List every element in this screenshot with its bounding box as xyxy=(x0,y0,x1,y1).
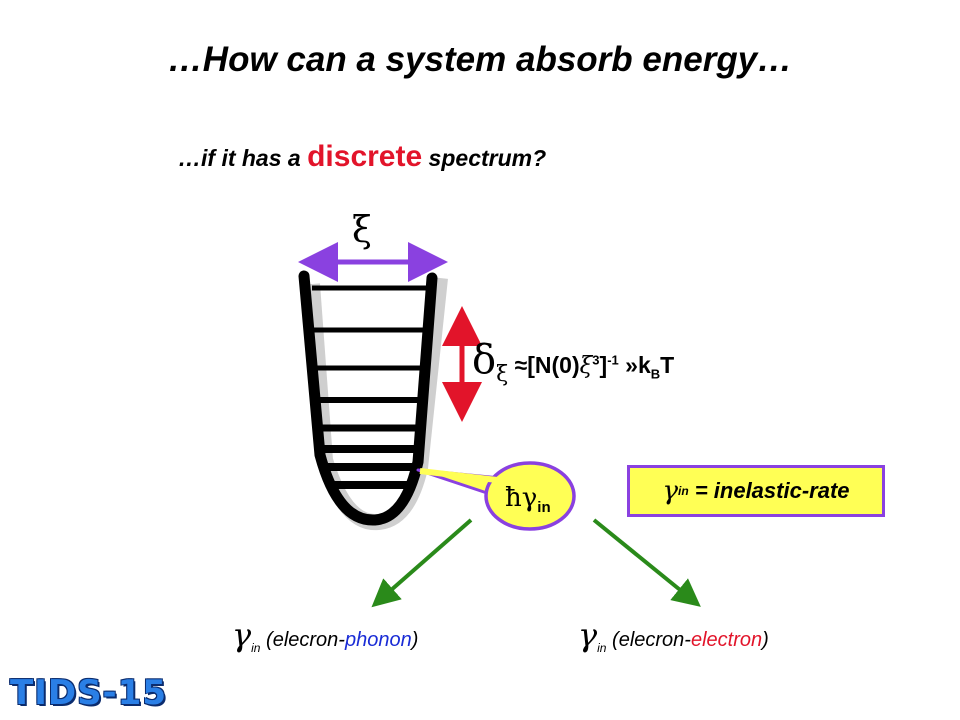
bubble-label: ħγin xyxy=(505,483,551,516)
speech-bubble xyxy=(484,461,576,531)
rate-kind: phonon xyxy=(344,629,412,651)
bubble-sub: in xyxy=(537,499,551,517)
bubble-gamma: γ xyxy=(521,483,538,513)
formula-cube: 3 xyxy=(592,352,600,368)
formula-xi: ξ xyxy=(579,353,593,379)
subtitle-prefix: …if it has a xyxy=(178,145,308,171)
energy-levels xyxy=(312,285,428,489)
subtitle-highlight: discrete xyxy=(307,140,423,173)
tids-logo: TIDS-15 xyxy=(10,673,167,713)
width-label: ξ xyxy=(352,210,372,251)
rate-sub: in xyxy=(597,641,607,655)
potential-well xyxy=(298,270,438,526)
delta-subscript: ξ xyxy=(496,362,509,387)
formula-close: ] xyxy=(599,352,608,378)
formula-relation: »k xyxy=(625,352,651,378)
formula-temp: T xyxy=(660,352,675,378)
phonon-arrow xyxy=(371,518,473,608)
formula-exponent: -1 xyxy=(607,352,619,368)
bubble-tail-fill xyxy=(419,468,498,483)
formula-prefix: ≈[N(0) xyxy=(514,352,580,378)
electron-arrow xyxy=(592,518,701,607)
electron-rate-label: γin (elecron-electron) xyxy=(578,616,769,655)
rate-gamma: γ xyxy=(232,616,252,654)
level-spacing-formula: δξ ≈[N(0)ξ3]-1 »kBT xyxy=(472,337,674,387)
subtitle: …if it has a discrete spectrum? xyxy=(178,140,546,174)
rate-gamma: γ xyxy=(578,616,598,654)
def-gamma: γ xyxy=(662,476,679,506)
def-sub: in xyxy=(678,484,689,498)
rate-kind: electron xyxy=(690,629,763,651)
phonon-rate-label: γin (elecron-phonon) xyxy=(232,616,418,655)
rate-sub: in xyxy=(251,641,261,655)
page-title: …How can a system absorb energy… xyxy=(167,40,793,79)
delta-symbol: δ xyxy=(472,337,497,383)
subtitle-suffix: spectrum? xyxy=(422,145,547,171)
formula-kb-sub: B xyxy=(650,366,661,382)
rate-open: (elecron- xyxy=(266,629,345,651)
def-text: = inelastic-rate xyxy=(694,478,850,503)
rate-close: ) xyxy=(762,629,769,651)
hbar: ħ xyxy=(505,483,522,513)
rate-open: (elecron- xyxy=(612,629,691,651)
rate-close: ) xyxy=(411,629,419,651)
